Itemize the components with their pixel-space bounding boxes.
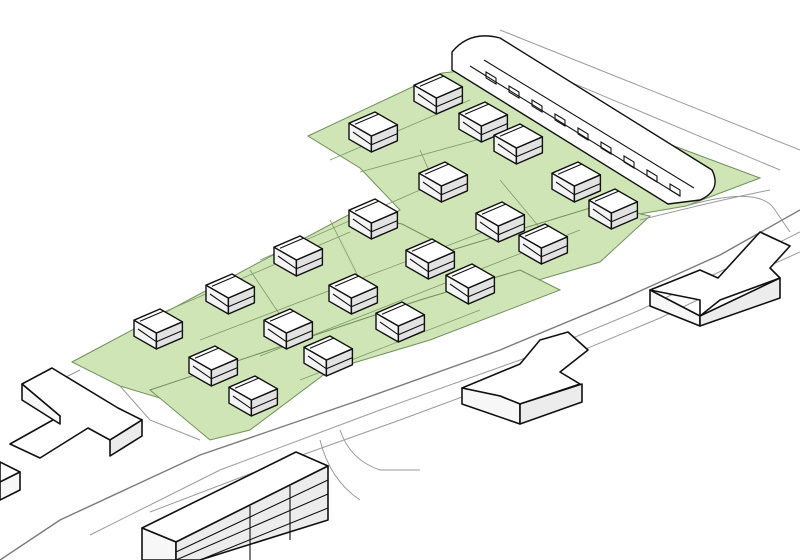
house-7 bbox=[588, 188, 639, 230]
house-3 bbox=[493, 123, 544, 165]
building-east-cross bbox=[649, 231, 791, 327]
building-south-slab bbox=[141, 451, 329, 560]
house-21 bbox=[228, 375, 279, 417]
house-5 bbox=[418, 161, 469, 203]
townhouse-unit-9 bbox=[669, 183, 681, 197]
single-family-houses bbox=[133, 73, 639, 417]
large-buildings bbox=[0, 231, 791, 560]
main-road-outer bbox=[0, 209, 800, 560]
townhouse-unit-4 bbox=[554, 113, 566, 127]
townhouse-unit-1 bbox=[485, 71, 497, 85]
townhouse-unit-6 bbox=[600, 141, 612, 155]
house-19 bbox=[303, 335, 354, 377]
house-14 bbox=[205, 273, 256, 315]
house-15 bbox=[328, 273, 379, 315]
house-6 bbox=[551, 161, 602, 203]
house-20 bbox=[188, 345, 239, 387]
townhouse-unit-2 bbox=[508, 85, 520, 99]
building-west-small bbox=[0, 461, 21, 501]
house-11 bbox=[273, 235, 324, 277]
house-4 bbox=[348, 111, 399, 153]
house-16 bbox=[375, 301, 426, 343]
townhouse-unit-8 bbox=[646, 169, 658, 183]
house-18 bbox=[263, 308, 314, 350]
house-17 bbox=[133, 308, 184, 350]
building-west-t bbox=[9, 367, 143, 459]
house-10 bbox=[518, 223, 569, 265]
townhouse-unit-7 bbox=[623, 155, 635, 169]
townhouse-row bbox=[451, 35, 716, 205]
townhouse-unit-5 bbox=[577, 127, 589, 141]
side-road-east-2 bbox=[639, 189, 771, 221]
house-13 bbox=[445, 263, 496, 305]
townhouse-unit-3 bbox=[531, 99, 543, 113]
house-12 bbox=[405, 238, 456, 280]
house-1 bbox=[413, 73, 464, 115]
house-8 bbox=[348, 198, 399, 240]
side-road-east bbox=[685, 195, 791, 233]
house-9 bbox=[475, 201, 526, 243]
house-2 bbox=[458, 101, 509, 143]
building-south-cross bbox=[461, 331, 589, 425]
townhouse-row-roof bbox=[451, 35, 716, 205]
south-driveway bbox=[319, 429, 420, 501]
